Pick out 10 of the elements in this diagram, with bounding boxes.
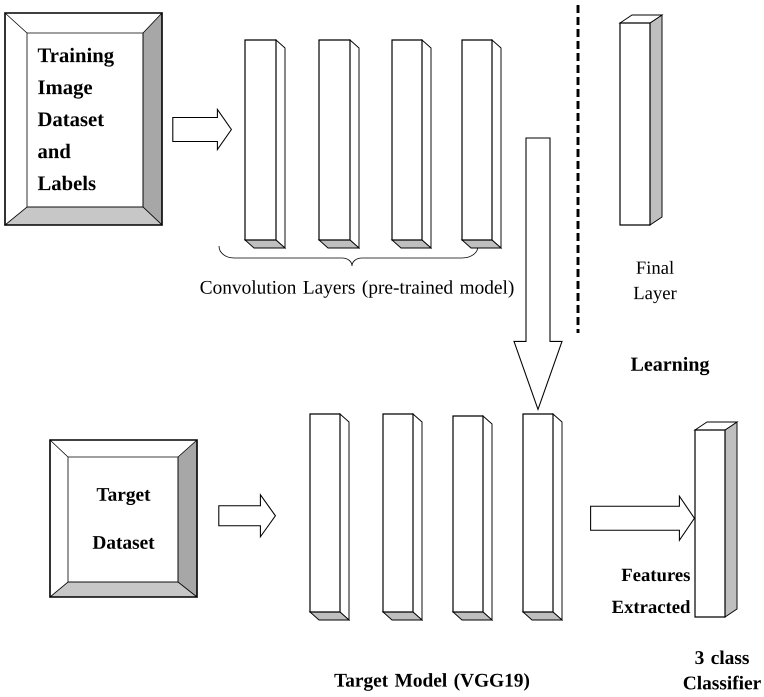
layer-caption: Final Layer [634, 260, 677, 304]
caption-text: Convolution Layers (pre-trained model) [200, 280, 514, 298]
block-arrow [172, 108, 232, 152]
block-arrow [513, 137, 563, 411]
block-arrow [590, 494, 696, 542]
layer-caption: 3 class Classifier [684, 650, 761, 690]
caption-text: Learning [630, 356, 710, 376]
caption-text: Target Model (VGG19) [334, 673, 530, 691]
edge-label: Features Extracted [612, 568, 690, 614]
block-arrow [218, 493, 276, 538]
